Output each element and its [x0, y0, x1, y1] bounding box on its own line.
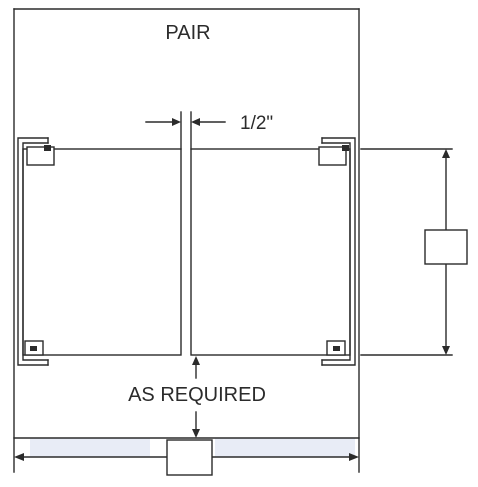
right-bottom-hinge-knuckle: [333, 346, 340, 351]
gap-arrowhead-right: [191, 118, 200, 126]
right-top-hinge: [318, 146, 347, 166]
left-bottom-hinge-knuckle: [30, 346, 37, 351]
left-top-hinge-knuckle: [44, 145, 51, 151]
pair-label: PAIR: [165, 22, 210, 44]
left-frame-jamb: [17, 137, 49, 366]
bottom-dimension-highlight: [30, 438, 150, 457]
width-value-box: [166, 439, 213, 476]
left-door-leaf: [22, 148, 182, 356]
undercut-arrowhead: [192, 356, 200, 365]
gap-arrowhead-left: [172, 118, 181, 126]
as-required-arrowhead: [192, 429, 200, 438]
right-door-leaf: [190, 148, 351, 356]
right-frame-jamb: [321, 137, 356, 366]
height-arrowhead-top: [442, 149, 450, 158]
bottom-dimension-highlight-right: [215, 438, 355, 457]
bottom-arrowhead-right: [349, 453, 359, 461]
right-top-hinge-knuckle: [342, 145, 349, 151]
left-frame-jamb-inner: [22, 142, 49, 361]
right-frame-jamb-inner: [321, 142, 351, 361]
bottom-arrowhead-left: [14, 453, 24, 461]
left-top-hinge: [26, 146, 55, 166]
as-required-label: AS REQUIRED: [128, 384, 266, 406]
height-value-box: [424, 229, 468, 265]
gap-label: 1/2": [240, 113, 273, 134]
height-arrowhead-bottom: [442, 346, 450, 355]
